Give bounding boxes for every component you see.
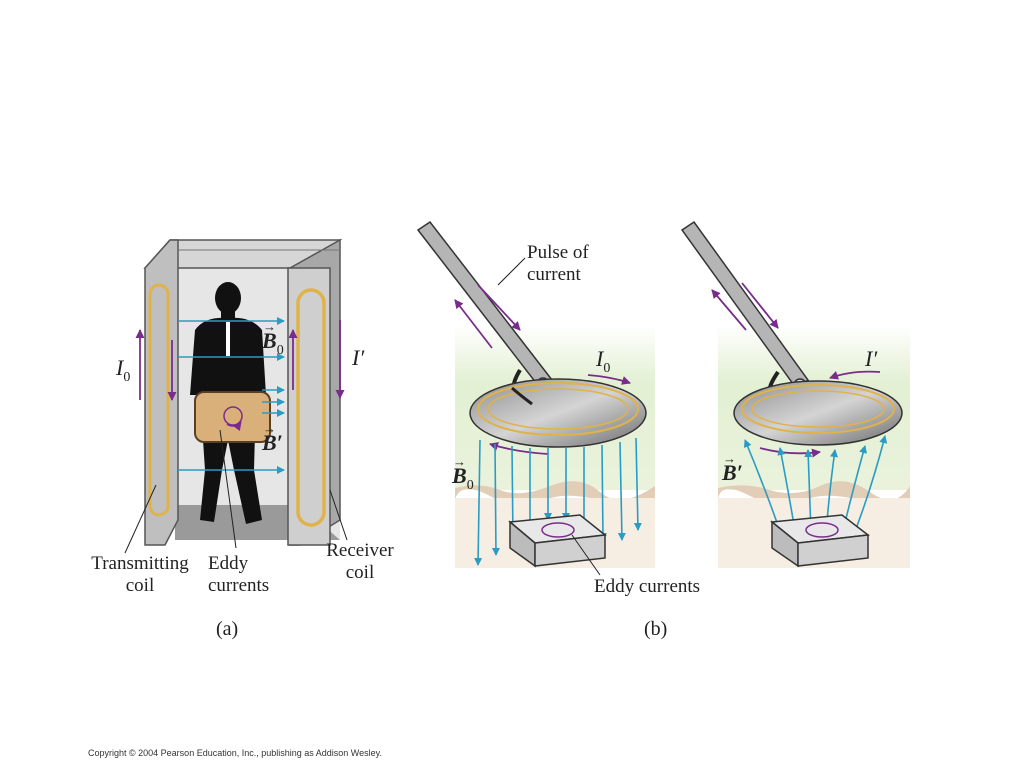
field-B0-b-main: B <box>452 463 467 488</box>
pulse-of-current-line1: Pulse of <box>527 242 589 263</box>
current-arrows-a <box>135 320 345 401</box>
field-Bprime-b-text: B′ <box>722 460 743 485</box>
current-I0-b-sub: 0 <box>603 361 611 376</box>
receiver-coil-label: Receiver coil <box>314 540 406 584</box>
briefcase <box>194 391 271 443</box>
metal-object-right <box>770 514 870 568</box>
copyright-notice: Copyright © 2004 Pearson Education, Inc.… <box>88 748 382 758</box>
metal-object-left <box>508 514 607 568</box>
receiver-coil-label-line1: Receiver <box>326 540 394 561</box>
detector-shaft-right <box>680 220 810 390</box>
field-B0-label-b: →B0 <box>452 454 474 493</box>
current-I0-b-main: I <box>596 346 604 371</box>
pulse-of-current-line2: current <box>527 264 581 285</box>
panel-a-illustration <box>124 238 348 554</box>
transmitting-coil-label: Transmitting coil <box>84 553 196 597</box>
field-Bprime-label-b: →B′ <box>722 451 743 485</box>
field-lines-a <box>178 317 285 474</box>
eddy-currents-label-b: Eddy currents <box>594 576 701 597</box>
panel-b-illustration <box>416 220 910 576</box>
caption-a: (a) <box>216 618 239 640</box>
eddy-currents-label-a-line2: currents <box>208 575 270 596</box>
transmitting-coil-label-line2: coil <box>125 575 155 596</box>
current-I0-label-a: I0 <box>116 355 130 386</box>
field-B0-a-main: B <box>262 328 277 353</box>
field-B0-label-a: →B0 <box>262 319 284 358</box>
caption-b: (b) <box>644 618 668 640</box>
current-I0-label-b: I0 <box>596 346 610 377</box>
field-Bprime-a-text: B′ <box>262 430 283 455</box>
current-Iprime-label-b: I′ <box>865 346 878 371</box>
current-arrows-b-right <box>711 282 881 458</box>
eddy-currents-label-a: Eddy currents <box>208 553 269 597</box>
pulse-of-current-label: Pulse of current <box>527 242 589 286</box>
current-Iprime-label-a: I′ <box>352 345 365 370</box>
field-B0-b-sub: 0 <box>466 478 474 493</box>
eddy-currents-label-a-line1: Eddy <box>208 553 249 574</box>
field-Bprime-label-a: →B′ <box>262 421 283 455</box>
current-I0-a-main: I <box>116 355 124 380</box>
booth-left-pillar <box>144 239 179 546</box>
current-I0-a-sub: 0 <box>123 370 131 385</box>
field-B0-a-sub: 0 <box>276 343 284 358</box>
receiver-coil-label-line2: coil <box>345 562 375 583</box>
receiver-coil <box>296 288 326 527</box>
transmitting-coil-label-line1: Transmitting <box>91 553 189 574</box>
